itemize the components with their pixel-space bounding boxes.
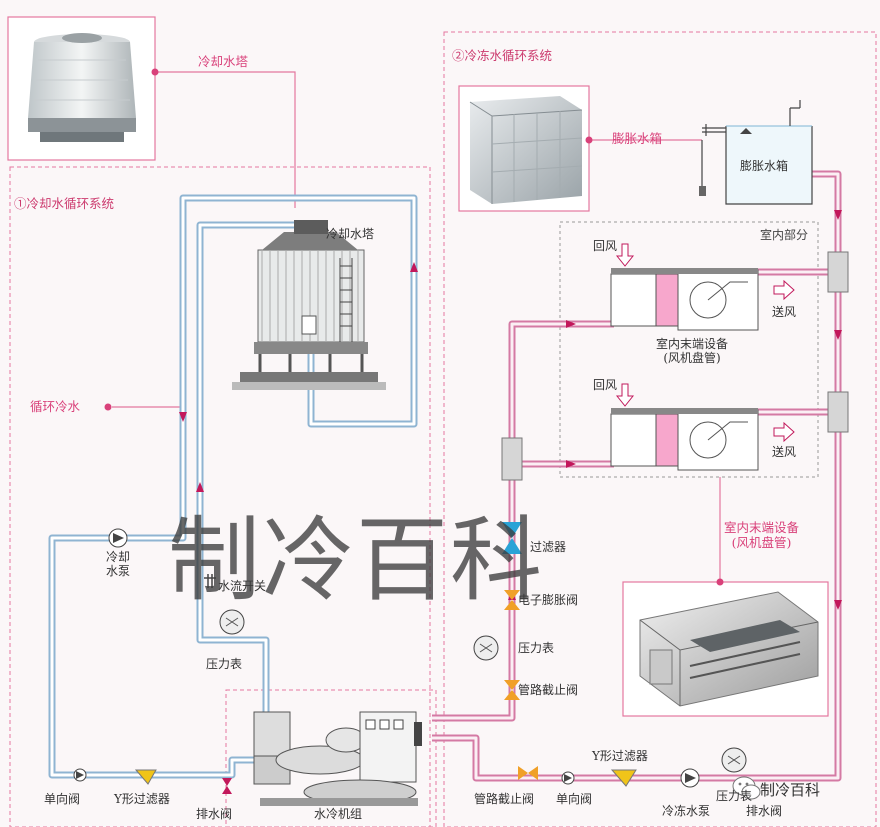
wechat-icon [732,776,761,800]
cooling-tower-drawing [232,220,386,390]
label-y-strainer-right: Y形过滤器 [592,749,648,763]
indoor-part-label: 室内部分 [760,228,809,242]
chiller-unit [253,711,422,806]
y-strainer-right-icon [610,769,637,787]
chilled-loop-frame [443,31,877,827]
label-chilled-pump: 冷冻水泵 [662,804,711,818]
callout-lines [112,71,721,582]
label-return-air-2: 回风 [593,378,618,392]
pressure-gauge-bottom-icon [721,747,747,773]
label-return-air-1: 回风 [593,239,618,253]
fcu-photo [639,591,819,707]
check-valve-right-icon [561,771,575,785]
cooling-water-pipes-core [50,196,416,777]
label-electronic-expansion-valve: 电子膨胀阀 [518,593,579,607]
chilled-water-pipes-core [432,172,840,780]
expansion-tank-drawing [699,100,813,205]
tank-photo [469,96,583,204]
label-cooling-tower: 冷却水塔 [326,227,375,241]
callout-cooling-tower: 冷却水塔 [198,54,249,69]
fan-coil-unit-2 [610,383,795,471]
shutoff-valve-2-icon [518,766,538,780]
label-fcu: 室内末端设备 (风机盘管) [656,337,729,365]
callout-dot [151,68,159,76]
chilled-pump-icon [680,768,700,788]
label-shutoff-valve-1: 管路截止阀 [518,683,579,697]
callout-expansion-tank: 膨胀水箱 [612,131,663,146]
callout-fcu: 室内末端设备 (风机盘管) [724,520,800,550]
callout-circulating-water: 循环冷水 [30,399,81,414]
y-strainer-riser [501,251,849,481]
label-flow-switch: 水流开关 [218,579,267,593]
label-check-valve-right: 单向阀 [556,792,593,806]
filter-valve-icon [502,522,522,554]
y-strainer-icon [134,769,157,785]
label-expansion-tank: 膨胀水箱 [740,159,789,173]
label-filter: 过滤器 [530,540,567,554]
pressure-gauge-icon [219,609,245,635]
callout-dot [716,578,724,586]
check-valve-icon [73,768,87,782]
label-supply-air-2: 送风 [772,445,797,459]
label-supply-air-1: 送风 [772,305,797,319]
label-check-valve-left: 单向阀 [44,792,81,806]
cooling-tower-photo [28,33,136,142]
pressure-gauge-right-icon [473,635,499,661]
label-cooling-pump: 冷却 水泵 [106,550,131,578]
label-pressure-gauge-bottom: 压力表 [716,789,753,803]
indoor-part-frame [559,221,819,478]
label-chiller: 水冷机组 [314,807,363,821]
pump-icon [108,528,128,548]
fan-coil-unit-1 [610,243,795,331]
callout-dot [585,136,593,144]
flow-switch-icon [204,574,216,588]
watermark: 制冷百科 [168,507,545,614]
electronic-expansion-valve-icon [504,590,520,610]
cooling-loop-frame [9,166,431,827]
label-pressure-gauge-left: 压力表 [206,657,243,671]
shutoff-valve-1-icon [504,680,520,700]
label-drain-valve-left: 排水阀 [196,807,233,821]
chilled-loop-title: ②冷冻水循环系统 [452,48,553,63]
cooling-loop-title: ①冷却水循环系统 [14,196,115,211]
brand-name: 制冷百科 [760,781,821,799]
label-pressure-gauge-right: 压力表 [518,641,555,655]
label-shutoff-valve-2: 管路截止阀 [474,792,535,806]
drain-valve-icon [222,778,232,794]
label-y-strainer-left: Y形过滤器 [114,792,170,806]
chiller-frame [225,689,437,827]
label-drain-valve-right: 排水阀 [746,804,783,818]
callout-dot [104,403,112,411]
